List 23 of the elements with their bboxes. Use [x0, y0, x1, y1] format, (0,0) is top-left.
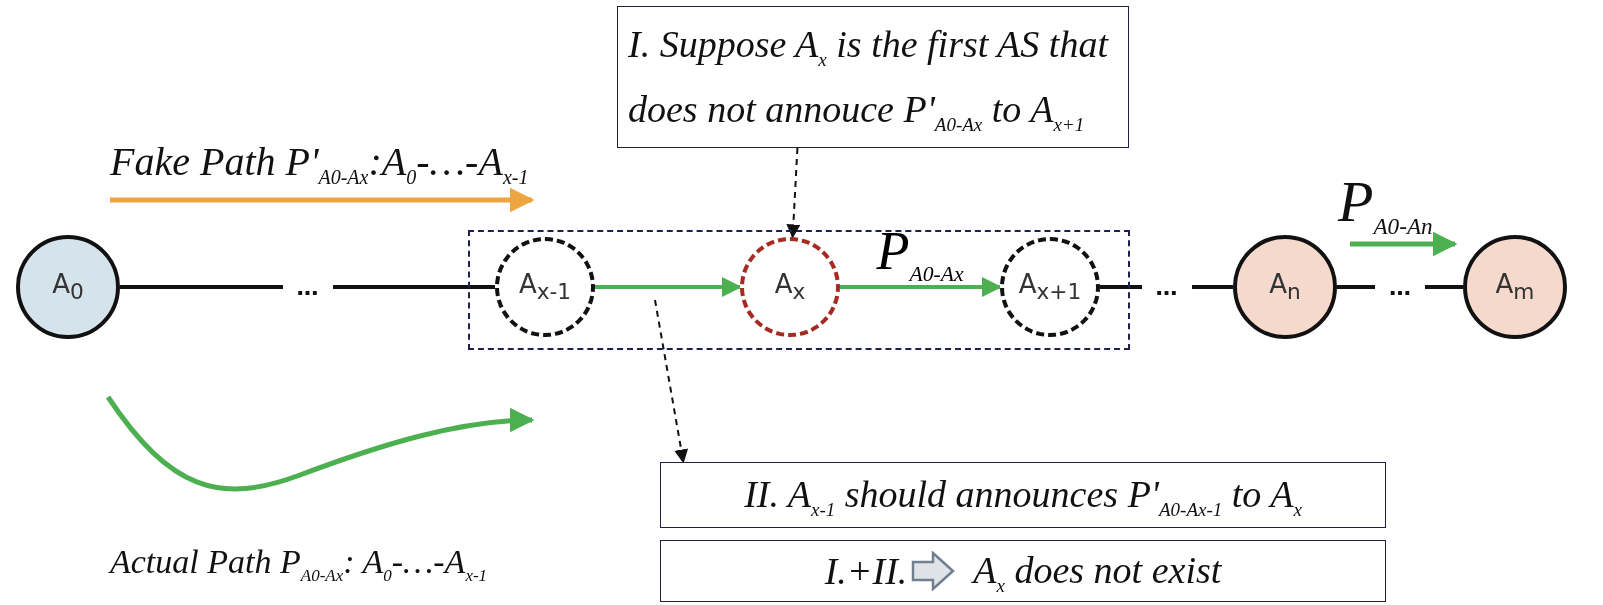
leader-arrow [654, 299, 689, 464]
node-label: A$_{x+1}$ [1018, 269, 1082, 305]
group-box [468, 230, 1130, 350]
leader-arrow [786, 147, 801, 239]
arrow [840, 277, 1002, 297]
node-label: A$_{m}$ [1495, 269, 1535, 305]
connector-line [120, 285, 495, 289]
edge-label: P$_{A0-Ax}$ [876, 224, 964, 286]
conclusion-box [660, 540, 1386, 602]
node-label: A$_{n}$ [1269, 269, 1301, 305]
statement-text: A$_{x}$ does not exist [973, 547, 1222, 598]
path-label: Actual Path P$_{A0-Ax}$: A$_{0}$-…-A$_{x-1}$ [110, 543, 488, 586]
statement-text: II. A$_{x-1}$ should announces P'$_{A0-Ax-1}$ to A$_{x}$ [744, 471, 1302, 522]
path-label: P$_{A0-An}$ [1338, 168, 1433, 240]
node-label: A$_{x}$ [774, 269, 806, 305]
node-label: A$_{x-1}$ [518, 269, 572, 305]
statement-box [660, 462, 1386, 528]
statement-text: I.+II. [824, 548, 908, 594]
arrow [595, 277, 742, 297]
statement-text: I. Suppose A$_{x}$ is the first AS that does not annouce P'$_{A0-Ax}$ to A$_{x+1}$ [628, 22, 1110, 137]
statement-box [617, 6, 1129, 148]
path-label: Fake Path P'$_{A0-Ax}$:A$_{0}$-…-A$_{x-1}$ [110, 138, 529, 189]
node-label: A$_{0}$ [52, 269, 84, 305]
